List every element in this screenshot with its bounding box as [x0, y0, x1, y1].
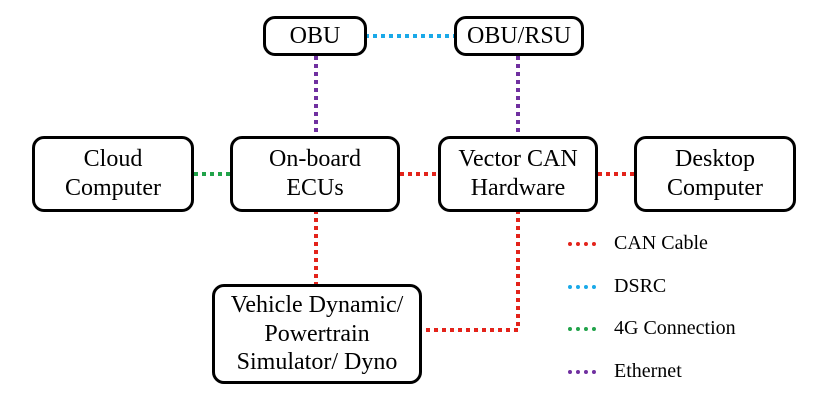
node-label-line: Computer	[667, 175, 763, 201]
node-label-line: On-board	[269, 146, 361, 173]
legend-swatch-can	[568, 241, 596, 246]
node-label-line: ECUs	[286, 175, 344, 201]
link-vector-vehicle	[420, 210, 520, 332]
node-label-line: OBU/RSU	[466, 22, 572, 49]
node-label-line: Vector CAN	[458, 146, 578, 173]
legend-item-dsrc: DSRC	[568, 275, 666, 298]
legend-item-4g: 4G Connection	[568, 317, 736, 340]
node-label-line: Hardware	[470, 175, 566, 201]
node-label-line: Desktop	[675, 146, 755, 173]
legend-swatch-4g	[568, 326, 596, 331]
legend-item-ethernet: Ethernet	[568, 360, 682, 383]
node-label-line: Vehicle Dynamic/	[230, 291, 404, 318]
legend-swatch-ethernet	[568, 369, 596, 374]
node-label-line: Cloud	[83, 146, 143, 173]
node-obu: OBU	[263, 16, 367, 56]
legend-label-4g: 4G Connection	[614, 317, 736, 339]
legend-label-can: CAN Cable	[614, 232, 708, 254]
legend-swatch-dsrc	[568, 284, 596, 289]
legend-label-ethernet: Ethernet	[614, 360, 682, 382]
legend-label-dsrc: DSRC	[614, 275, 667, 297]
legend-item-can: CAN Cable	[568, 232, 708, 255]
node-label-line: Powertrain	[264, 320, 370, 347]
node-label-line: Computer	[65, 175, 161, 201]
node-label-line: Simulator/ Dyno	[236, 349, 398, 376]
node-obu-rsu: OBU/RSU	[454, 16, 584, 56]
node-label-line: OBU	[289, 22, 341, 49]
